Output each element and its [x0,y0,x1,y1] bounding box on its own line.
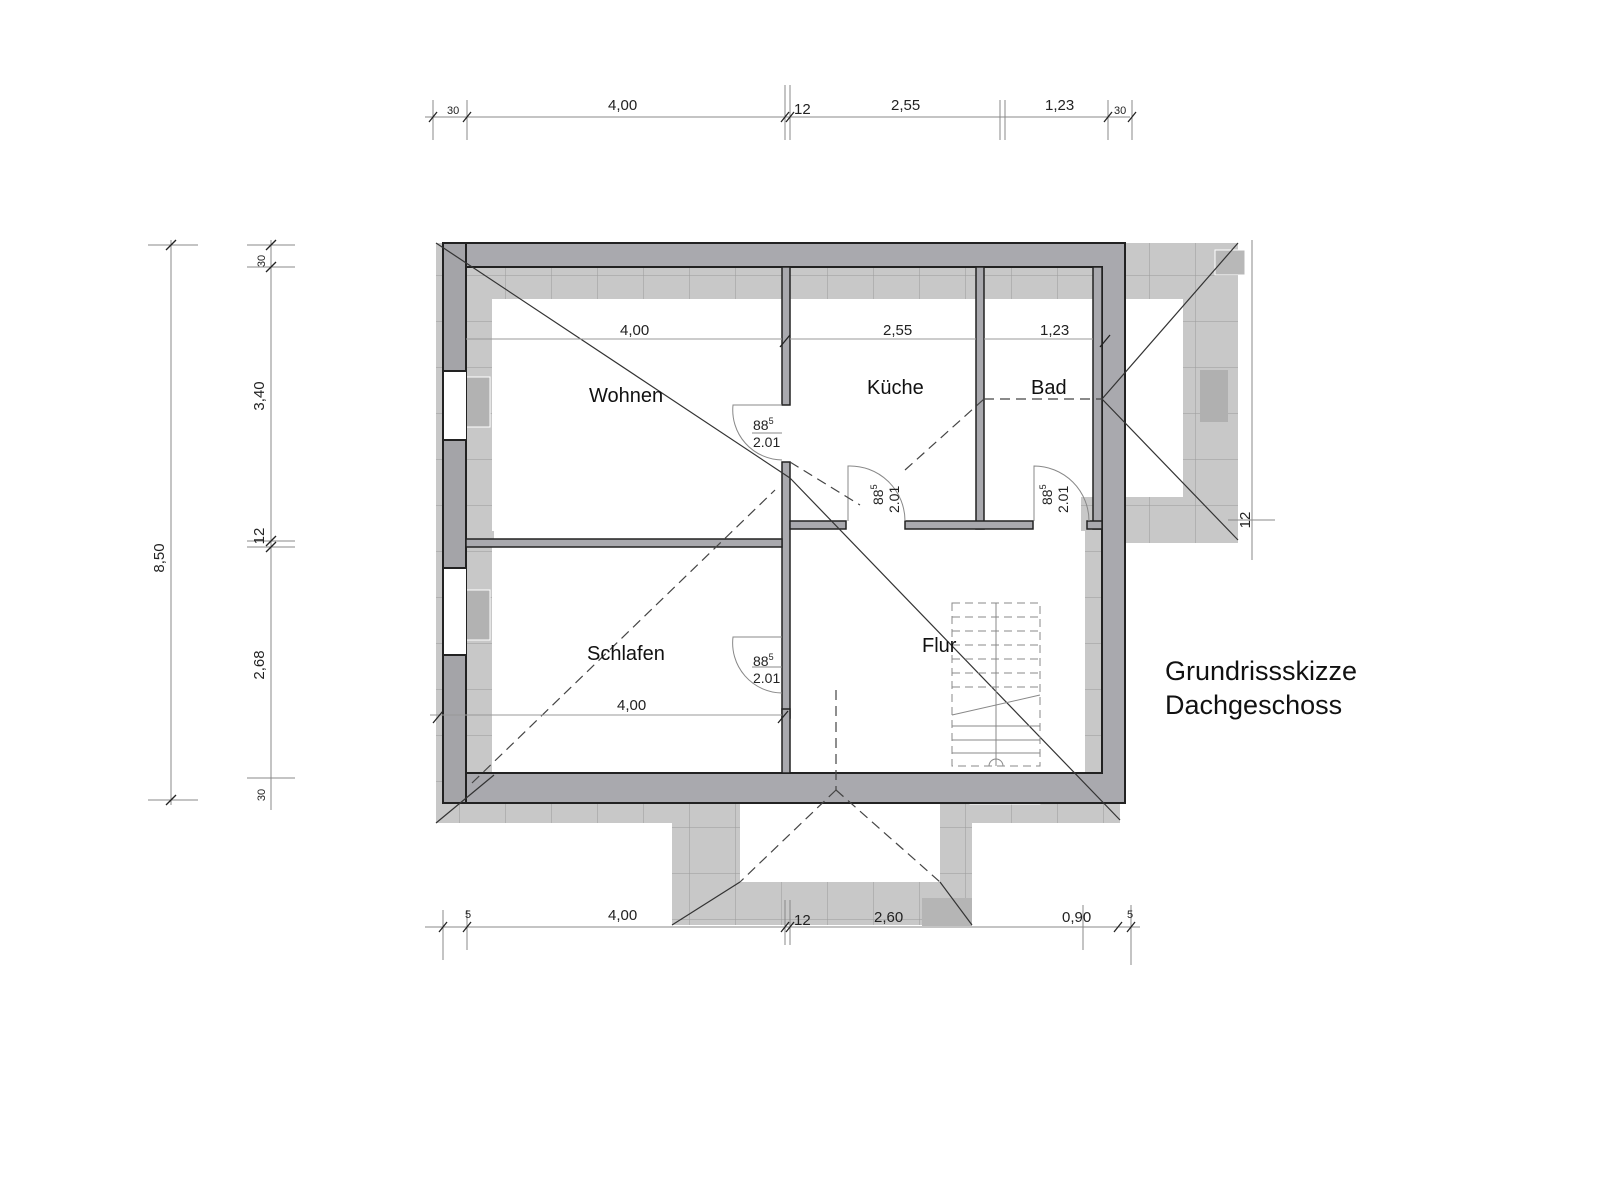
window-left-top [444,372,466,439]
dim-bottom-090: 0,90 [1062,909,1091,926]
svg-text:885: 885 [869,484,886,505]
left-wall-segments [442,242,467,804]
door-label-bad: 885 2.01 [1038,484,1071,513]
door-label-wohnen: 885 2.01 [752,416,782,450]
door-label-kueche: 885 2.01 [869,484,902,513]
svg-text:885: 885 [753,416,774,433]
dim-left-12: 12 [251,528,268,545]
svg-text:2.01: 2.01 [886,486,902,513]
dim-top-12: 12 [794,101,811,118]
staircase [951,602,1041,767]
dim-bottom-schlafen: 4,00 [608,907,637,924]
room-label-flur: Flur [922,635,957,657]
dimension-ticks-bottom [438,921,1136,933]
dim-top-30-left: 30 [447,105,459,117]
dimension-ticks-left [165,239,277,806]
door-swings [732,404,1090,694]
dim-top-wohnen: 4,00 [608,97,637,114]
room-label-schlafen: Schlafen [587,643,665,665]
title-line-2: Dachgeschoss [1165,690,1343,720]
dimension-right [1228,240,1275,560]
svg-text:885: 885 [1038,484,1055,505]
dim-interior-bad: 1,23 [1040,322,1069,339]
dim-top-30-right: 30 [1114,105,1126,117]
dim-interior-schlafen: 4,00 [617,697,646,714]
svg-text:2.01: 2.01 [1055,486,1071,513]
dim-bottom-12: 12 [794,912,811,929]
window-left-bottom [444,569,466,654]
dim-bottom-flur: 2,60 [874,909,903,926]
interior-dim-ticks [432,334,1111,724]
door-label-schlafen: 885 2.01 [752,652,782,686]
dim-bottom-5-right: 5 [1127,909,1133,921]
dim-interior-kueche: 2,55 [883,322,912,339]
dim-left-total: 8,50 [151,543,168,572]
dimension-left [148,240,295,810]
svg-text:2.01: 2.01 [753,670,780,686]
dim-top-bad: 1,23 [1045,97,1074,114]
room-label-kueche: Küche [867,377,924,399]
dim-interior-wohnen: 4,00 [620,322,649,339]
dim-left-wohnen: 3,40 [251,381,268,410]
dim-bottom-5-left: 5 [465,909,471,921]
interior-floor [492,299,1085,775]
roof-dashed-lines [471,398,1102,883]
interior-dimension-lines [430,338,1093,716]
dimension-top [425,85,1133,140]
svg-text:2.01: 2.01 [753,434,780,450]
room-label-wohnen: Wohnen [589,385,663,407]
dim-left-30-bottom: 30 [256,789,268,801]
roof-ridge-lines [435,242,1239,926]
room-label-bad: Bad [1031,377,1067,399]
dim-left-schlafen: 2,68 [251,650,268,679]
dimension-bottom [425,900,1140,965]
drawing-title: Grundrissskizze Dachgeschoss [1165,654,1357,722]
dim-top-kueche: 2,55 [891,97,920,114]
dimension-ticks-top [428,111,1137,123]
title-line-1: Grundrissskizze [1165,656,1358,686]
dim-right-12: 12 [1237,512,1254,529]
dim-left-30-top: 30 [256,255,268,267]
svg-text:885: 885 [753,652,774,669]
